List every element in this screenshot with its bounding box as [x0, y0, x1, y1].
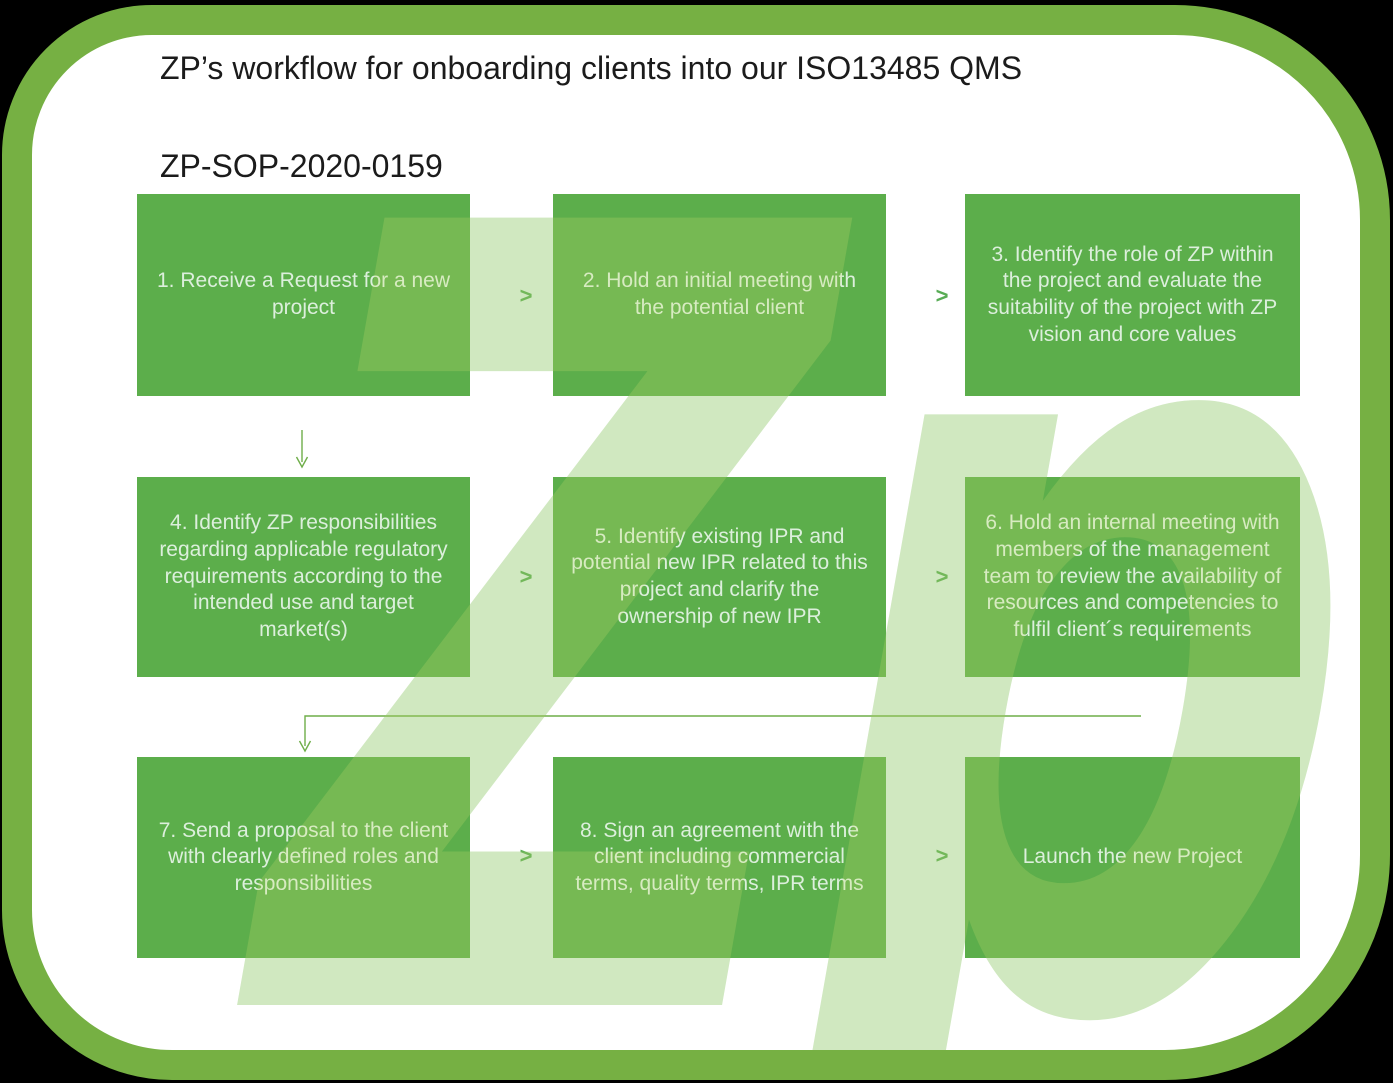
elbow-arrow-head: [298, 740, 312, 753]
flow-box-step-2-label: 2. Hold an initial meeting with the pote…: [582, 269, 857, 319]
flow-box-step-7: 7. Send a proposal to the client with cl…: [137, 757, 470, 958]
flow-box-step-1: 1. Receive a Request for a new project: [137, 194, 470, 396]
slide-frame: Zp ZP’s workflow for onboarding clients …: [2, 5, 1390, 1080]
slide-content-area: Zp ZP’s workflow for onboarding clients …: [32, 35, 1360, 1050]
flow-box-step-4-label: 4. Identify ZP responsibilities regardin…: [159, 511, 448, 641]
chevron-right-icon: >: [519, 283, 533, 308]
flow-box-step-3-label: 3. Identify the role of ZP within the pr…: [987, 242, 1278, 346]
chevron-right-icon: >: [519, 564, 533, 589]
flow-box-step-1-label: 1. Receive a Request for a new project: [157, 269, 450, 319]
chevron-right-icon: >: [935, 564, 949, 589]
chevron-right-icon: >: [935, 843, 949, 868]
flow-box-launch-label: Launch the new Project: [1022, 845, 1243, 869]
flow-box-step-6: 6. Hold an internal meeting with members…: [965, 477, 1300, 677]
flow-box-step-2: 2. Hold an initial meeting with the pote…: [553, 194, 886, 396]
flow-box-launch: Launch the new Project: [965, 757, 1300, 958]
down-arrow-head: [295, 456, 309, 469]
document-number: ZP-SOP-2020-0159: [160, 148, 443, 184]
chevron-right-icon: >: [519, 843, 533, 868]
flow-box-step-4: 4. Identify ZP responsibilities regardin…: [137, 477, 470, 677]
flow-box-step-5-label: 5. Identify existing IPR and potential n…: [571, 524, 868, 628]
flow-box-step-7-label: 7. Send a proposal to the client with cl…: [158, 818, 449, 895]
flow-box-step-8-label: 8. Sign an agreement with the client inc…: [575, 818, 864, 895]
chevron-right-icon: >: [935, 283, 949, 308]
elbow-connector-line: [304, 715, 1141, 746]
slide-title: ZP’s workflow for onboarding clients int…: [160, 50, 1023, 86]
flow-box-step-3: 3. Identify the role of ZP within the pr…: [965, 194, 1300, 396]
flow-box-step-8: 8. Sign an agreement with the client inc…: [553, 757, 886, 958]
flow-box-step-6-label: 6. Hold an internal meeting with members…: [983, 511, 1282, 641]
flow-box-step-5: 5. Identify existing IPR and potential n…: [553, 477, 886, 677]
